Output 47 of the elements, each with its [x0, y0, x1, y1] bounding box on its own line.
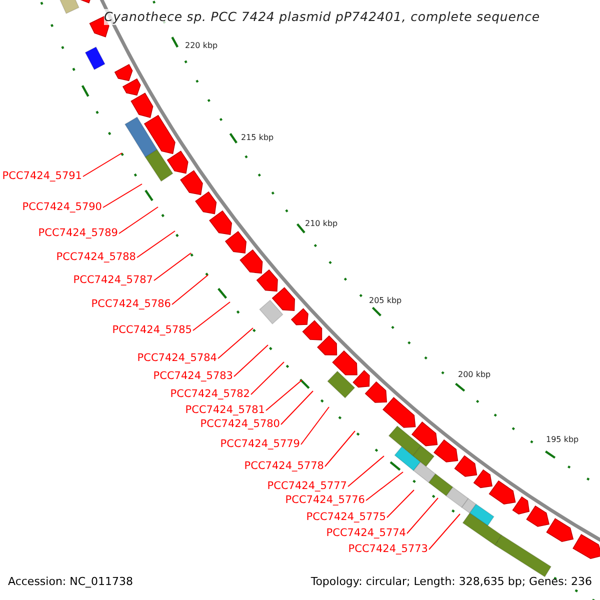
scale-label: 220 kbp: [185, 41, 218, 51]
gene-label: PCC7424_5786: [91, 298, 171, 311]
gene-label: PCC7424_5785: [112, 324, 192, 337]
gene-label: PCC7424_5791: [2, 170, 82, 183]
map-title: Cyanothece sp. PCC 7424 plasmid pP742401, complete sequence: [104, 9, 540, 25]
leader-line: [300, 406, 330, 445]
leader-line: [192, 302, 230, 331]
leader-line: [280, 390, 314, 425]
gene-label: PCC7424_5775: [306, 511, 386, 524]
gene-label: PCC7424_5779: [220, 438, 300, 451]
leader-line: [348, 456, 384, 487]
accession-text: Accession: NC_011738: [8, 575, 134, 589]
gene-label: PCC7424_5781: [185, 404, 265, 417]
leader-line: [250, 362, 284, 395]
leader-line: [102, 184, 142, 208]
leader-line: [428, 514, 460, 550]
gene-label: PCC7424_5790: [22, 201, 102, 214]
leader-line: [324, 430, 356, 467]
scale-label: 195 kbp: [546, 435, 579, 445]
scale-label: 200 kbp: [458, 370, 491, 380]
scale-label: 205 kbp: [369, 296, 402, 306]
gene-label: PCC7424_5788: [56, 251, 136, 264]
leader-line: [366, 472, 404, 501]
gene-label: PCC7424_5778: [244, 460, 324, 473]
gene-label: PCC7424_5777: [267, 480, 347, 493]
sequence-info-text: Topology: circular; Length: 328,635 bp; Genes: 236: [310, 575, 592, 589]
leader-line: [406, 498, 438, 534]
leader-line: [82, 152, 122, 177]
gene-label: PCC7424_5780: [200, 418, 280, 431]
leader-line: [218, 328, 254, 359]
leader-line: [172, 274, 208, 305]
leader-line: [386, 490, 414, 518]
scale-label: 210 kbp: [305, 219, 338, 229]
gene-label: PCC7424_5776: [285, 494, 365, 507]
gene-label: PCC7424_5774: [326, 527, 406, 540]
gene-label: PCC7424_5787: [73, 274, 153, 287]
gene-label: PCC7424_5784: [137, 352, 217, 365]
gene-label: PCC7424_5789: [38, 227, 118, 240]
leader-line: [136, 230, 176, 258]
leader-line: [118, 206, 158, 234]
gene-label: PCC7424_5783: [153, 370, 233, 383]
leader-line: [154, 252, 192, 281]
scale-label: 215 kbp: [241, 133, 274, 143]
gene-label: PCC7424_5782: [170, 388, 250, 401]
gene-label: PCC7424_5773: [348, 543, 428, 556]
leader-line: [234, 344, 268, 377]
leader-line: [266, 380, 302, 411]
